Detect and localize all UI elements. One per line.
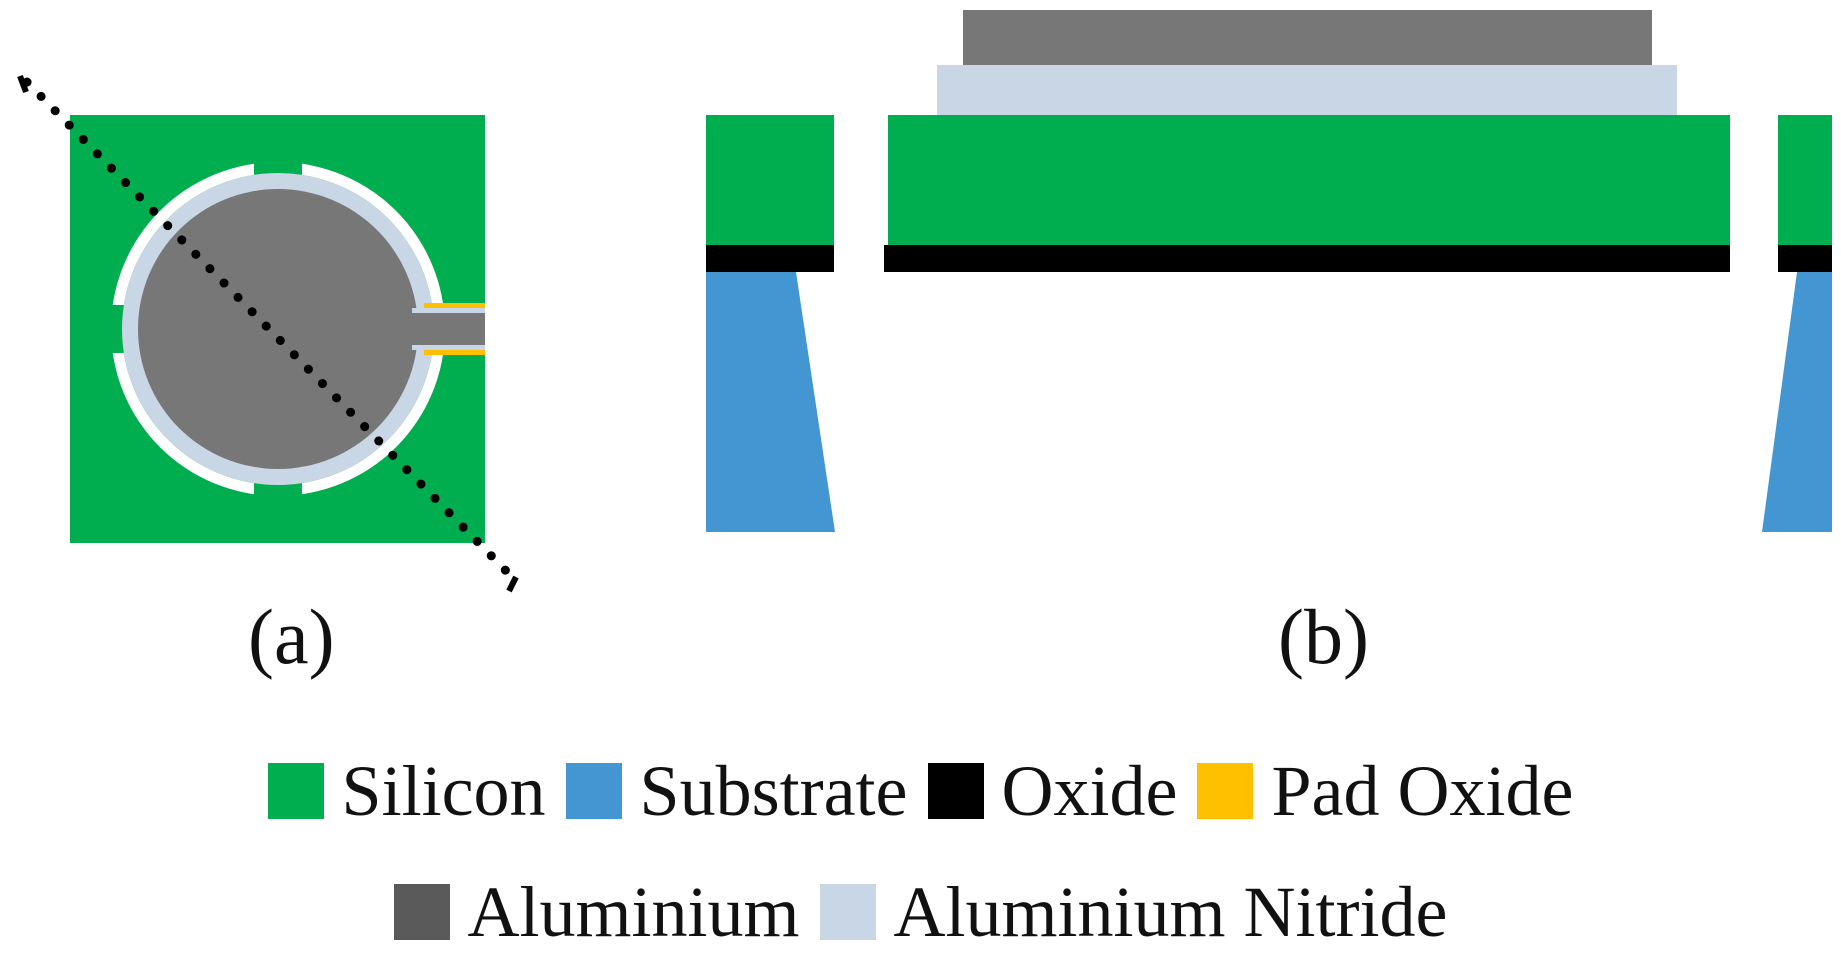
legend-item-aluminium: Aluminium	[393, 872, 800, 952]
substrate-swatch	[565, 763, 622, 819]
legend-label: Pad Oxide	[1271, 751, 1574, 831]
substrate-right	[1762, 272, 1832, 532]
cross-section-panel	[706, 10, 1832, 532]
cut-marker-end	[506, 575, 519, 593]
panel-b-label: (b)	[1278, 593, 1369, 680]
aluminium-nitride-swatch	[819, 884, 876, 940]
pad-oxide-swatch	[1197, 763, 1254, 819]
section-cut-line	[22, 77, 520, 585]
oxide-swatch	[927, 763, 984, 819]
silicon-right	[1778, 115, 1832, 246]
legend-row: Silicon Substrate Oxide Pad Oxide	[0, 755, 1841, 827]
legend-label: Silicon	[341, 751, 546, 831]
silicon-center	[888, 115, 1730, 246]
legend-label: Substrate	[639, 751, 908, 831]
legend-row: Aluminium Aluminium Nitride	[0, 876, 1841, 948]
legend-item-substrate: Substrate	[565, 751, 908, 831]
top-view-panel	[17, 74, 520, 593]
substrate-left	[706, 272, 835, 532]
silicon-swatch	[267, 763, 324, 819]
legend-item-aluminium-nitride: Aluminium Nitride	[819, 872, 1448, 952]
cut-marker-start	[17, 74, 29, 94]
legend-label: Oxide	[1001, 751, 1178, 831]
panel-a-label: (a)	[248, 593, 335, 680]
oxide-right	[1778, 245, 1832, 272]
aluminium-electrode-section	[963, 10, 1652, 68]
legend-item-pad-oxide: Pad Oxide	[1197, 755, 1573, 827]
aluminium-electrode	[138, 189, 418, 469]
oxide-left	[706, 245, 834, 272]
oxide-center	[884, 245, 1730, 272]
aluminium-nitride-layer	[937, 65, 1677, 115]
legend-label: Aluminium Nitride	[893, 872, 1448, 952]
aluminium-lead	[405, 313, 485, 345]
silicon-left	[706, 115, 834, 246]
legend-item-silicon: Silicon	[267, 751, 546, 831]
legend-item-oxide: Oxide	[927, 751, 1178, 831]
aluminium-swatch	[393, 884, 450, 940]
legend-label: Aluminium	[467, 872, 800, 952]
